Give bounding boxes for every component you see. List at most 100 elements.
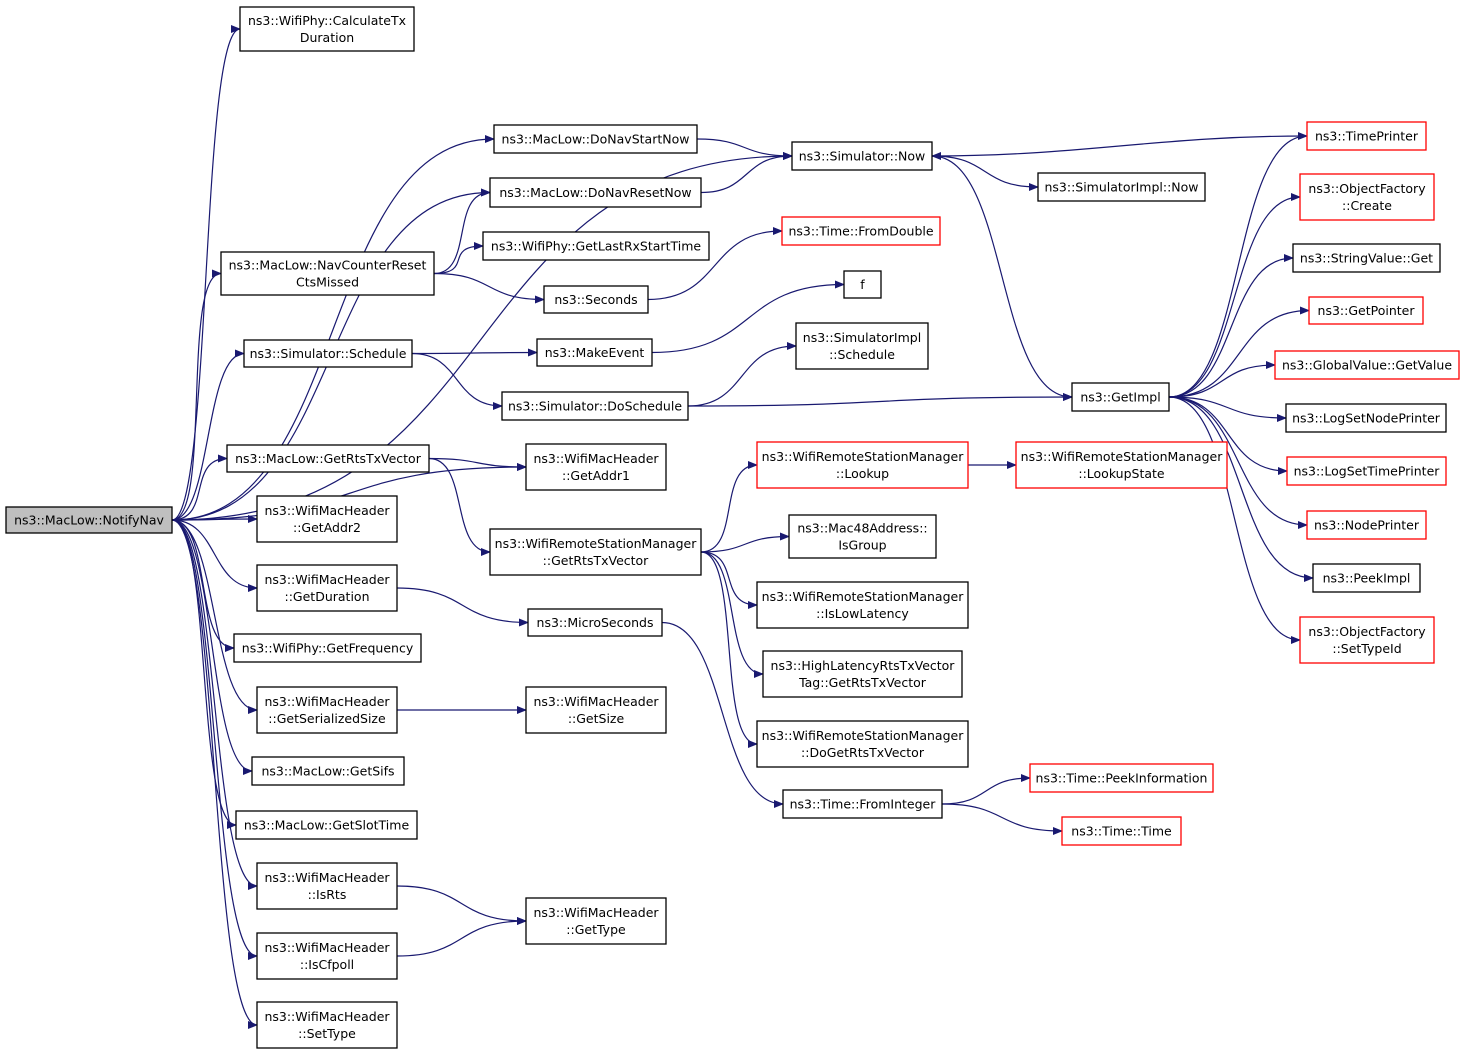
edge-arrow bbox=[433, 188, 491, 275]
node-box bbox=[525, 897, 667, 945]
node-f[interactable]: f bbox=[843, 270, 882, 299]
edge-notifynav-to-calctx bbox=[171, 25, 241, 521]
node-iscfpoll[interactable]: ns3::WifiMacHeader::IsCfpoll bbox=[256, 932, 398, 980]
edge-makeevent-to-f bbox=[651, 280, 845, 354]
node-label: ns3::WifiRemoteStationManager bbox=[1021, 449, 1224, 464]
node-label: ns3::WifiPhy::CalculateTx bbox=[248, 13, 406, 28]
node-label: ns3::Mac48Address:: bbox=[797, 521, 927, 536]
node-timetime[interactable]: ns3::Time::Time bbox=[1061, 816, 1182, 846]
node-wrsmgetrts[interactable]: ns3::WifiRemoteStationManager::GetRtsTxV… bbox=[489, 528, 702, 576]
node-label: ns3::SimulatorImpl bbox=[803, 330, 921, 345]
node-strget[interactable]: ns3::StringValue::Get bbox=[1292, 243, 1441, 273]
edge-timeprinter-to-simnow bbox=[931, 135, 1308, 160]
edge-arrow bbox=[171, 519, 258, 592]
node-getrtstx[interactable]: ns3::MacLow::GetRtsTxVector bbox=[226, 444, 430, 473]
node-label: ns3::Simulator::Now bbox=[799, 149, 926, 164]
node-box bbox=[543, 285, 649, 314]
node-label: ::GetRtsTxVector bbox=[543, 553, 650, 568]
node-getlastrx[interactable]: ns3::WifiPhy::GetLastRxStartTime bbox=[482, 231, 710, 261]
node-schedule[interactable]: ns3::Simulator::Schedule bbox=[243, 339, 413, 368]
node-getpointer[interactable]: ns3::GetPointer bbox=[1308, 296, 1424, 325]
node-timeprinter[interactable]: ns3::TimePrinter bbox=[1306, 121, 1427, 151]
node-box bbox=[1274, 350, 1460, 380]
node-lookupstate[interactable]: ns3::WifiRemoteStationManager::LookupSta… bbox=[1015, 441, 1228, 489]
node-label: ns3::WifiRemoteStationManager bbox=[762, 449, 965, 464]
node-label: ns3::MacLow::DoNavResetNow bbox=[499, 185, 691, 200]
node-label: ns3::GetImpl bbox=[1080, 390, 1160, 405]
node-getsize[interactable]: ns3::WifiMacHeader::GetSize bbox=[525, 686, 667, 734]
edge-arrow bbox=[171, 519, 253, 775]
edge-wrsmgetrts-to-hlrts bbox=[700, 551, 764, 678]
node-box bbox=[1285, 403, 1447, 433]
node-box bbox=[1306, 121, 1427, 151]
node-doschedule[interactable]: ns3::Simulator::DoSchedule bbox=[501, 391, 689, 421]
edge-arrow bbox=[171, 519, 258, 1029]
node-getaddr1[interactable]: ns3::WifiMacHeader::GetAddr1 bbox=[525, 443, 667, 491]
node-label: ns3::WifiMacHeader bbox=[264, 572, 390, 587]
node-donavreset[interactable]: ns3::MacLow::DoNavResetNow bbox=[489, 177, 702, 208]
node-box bbox=[536, 338, 653, 367]
edge-arrow bbox=[941, 774, 1031, 805]
node-getfreq[interactable]: ns3::WifiPhy::GetFrequency bbox=[233, 633, 422, 663]
edge-arrow bbox=[171, 519, 235, 652]
edge-getimpl-to-strget bbox=[1168, 254, 1294, 398]
node-getsifs[interactable]: ns3::MacLow::GetSifs bbox=[251, 756, 405, 786]
node-getaddr2[interactable]: ns3::WifiMacHeader::GetAddr2 bbox=[256, 495, 398, 543]
edge-arrow bbox=[428, 457, 491, 556]
node-microsec[interactable]: ns3::MicroSeconds bbox=[527, 608, 663, 637]
node-logsettime[interactable]: ns3::LogSetTimePrinter bbox=[1286, 456, 1447, 486]
node-box bbox=[256, 932, 398, 980]
edge-frominteger-to-peekinfo bbox=[941, 774, 1031, 805]
node-peekinfo[interactable]: ns3::Time::PeekInformation bbox=[1029, 763, 1214, 793]
edge-arrow bbox=[396, 885, 527, 925]
node-notifynav[interactable]: ns3::MacLow::NotifyNav bbox=[5, 506, 173, 534]
node-donavstart[interactable]: ns3::MacLow::DoNavStartNow bbox=[493, 124, 698, 154]
node-box bbox=[489, 528, 702, 576]
node-simimplsched[interactable]: ns3::SimulatorImpl::Schedule bbox=[795, 322, 929, 370]
node-label: ::Lookup bbox=[836, 466, 889, 481]
edge-getrtstx-to-getaddr1 bbox=[428, 457, 527, 471]
node-isrts[interactable]: ns3::WifiMacHeader::IsRts bbox=[256, 862, 398, 910]
node-ofcreate[interactable]: ns3::ObjectFactory::Create bbox=[1299, 173, 1435, 221]
node-simnow[interactable]: ns3::Simulator::Now bbox=[791, 141, 933, 171]
node-box bbox=[525, 443, 667, 491]
edge-arrow bbox=[687, 393, 1073, 407]
node-label: ns3::GetPointer bbox=[1318, 303, 1416, 318]
node-dogetrts[interactable]: ns3::WifiRemoteStationManager::DoGetRtsT… bbox=[756, 720, 969, 768]
node-frominteger[interactable]: ns3::Time::FromInteger bbox=[782, 789, 943, 819]
node-peekimpl[interactable]: ns3::PeekImpl bbox=[1312, 563, 1421, 593]
node-box bbox=[791, 141, 933, 171]
node-getslot[interactable]: ns3::MacLow::GetSlotTime bbox=[235, 810, 418, 840]
node-box bbox=[243, 339, 413, 368]
node-fromdouble[interactable]: ns3::Time::FromDouble bbox=[781, 216, 941, 246]
node-isgroup[interactable]: ns3::Mac48Address::IsGroup bbox=[788, 514, 937, 559]
node-gettype[interactable]: ns3::WifiMacHeader::GetType bbox=[525, 897, 667, 945]
node-box bbox=[1286, 456, 1447, 486]
node-box bbox=[1015, 441, 1228, 489]
node-seconds[interactable]: ns3::Seconds bbox=[543, 285, 649, 314]
node-gvgetvalue[interactable]: ns3::GlobalValue::GetValue bbox=[1274, 350, 1460, 380]
edge-getimpl-to-ofcreate bbox=[1168, 193, 1301, 398]
node-label: ns3::LogSetTimePrinter bbox=[1294, 464, 1441, 479]
node-settype[interactable]: ns3::WifiMacHeader::SetType bbox=[256, 1001, 398, 1049]
node-ofsettypeid[interactable]: ns3::ObjectFactory::SetTypeId bbox=[1299, 616, 1435, 664]
node-islowlat[interactable]: ns3::WifiRemoteStationManager::IsLowLate… bbox=[756, 581, 969, 629]
node-getserial[interactable]: ns3::WifiMacHeader::GetSerializedSize bbox=[256, 686, 398, 734]
edge-arrow bbox=[941, 803, 1063, 835]
node-hlrts[interactable]: ns3::HighLatencyRtsTxVectorTag::GetRtsTx… bbox=[762, 650, 963, 698]
node-nodeprinter[interactable]: ns3::NodePrinter bbox=[1306, 510, 1427, 540]
edge-iscfpoll-to-gettype bbox=[396, 917, 527, 957]
node-getimpl[interactable]: ns3::GetImpl bbox=[1071, 382, 1170, 412]
node-logsetnode[interactable]: ns3::LogSetNodePrinter bbox=[1285, 403, 1447, 433]
node-makeevent[interactable]: ns3::MakeEvent bbox=[536, 338, 653, 367]
node-box bbox=[762, 650, 963, 698]
node-box bbox=[501, 391, 689, 421]
node-label: ns3::MakeEvent bbox=[545, 345, 645, 360]
node-lookup[interactable]: ns3::WifiRemoteStationManager::Lookup bbox=[756, 441, 969, 489]
node-getduration[interactable]: ns3::WifiMacHeader::GetDuration bbox=[256, 564, 398, 612]
node-simimplnow[interactable]: ns3::SimulatorImpl::Now bbox=[1037, 172, 1206, 202]
edge-arrow bbox=[696, 138, 793, 160]
node-label: ::SetType bbox=[298, 1026, 356, 1041]
